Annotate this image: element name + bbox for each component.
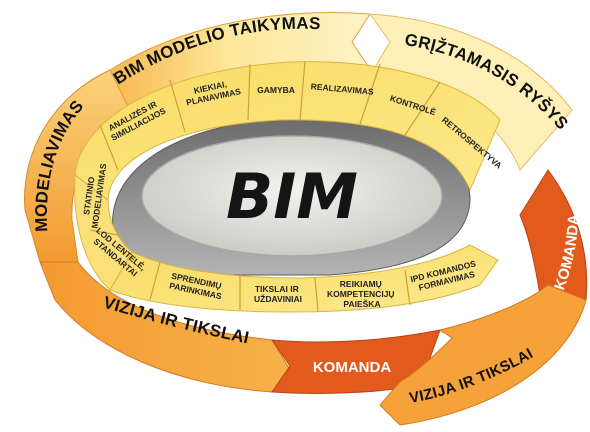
- inner-ring-top: [74, 61, 501, 201]
- inner-ring: [74, 60, 501, 313]
- inner-ring-bottom: [109, 244, 499, 313]
- label-komanda-bottom: KOMANDA: [313, 359, 391, 376]
- center-bim-title: BIM: [226, 160, 358, 233]
- center-ellipse: [141, 135, 443, 257]
- outer-ring: [24, 12, 588, 426]
- segment-reikiamu: REIKIAMŲ KOMPETENCIJŲ PAIEŠKA: [327, 279, 397, 309]
- inner-ring-dividers: [89, 60, 441, 313]
- segment-gamyba: GAMYBA: [257, 85, 295, 95]
- outer-segment-vizija-ir-tikslai-right: [379, 284, 587, 426]
- segment-tikslai: TIKSLAI IR UŽDAVINIAI: [254, 284, 302, 304]
